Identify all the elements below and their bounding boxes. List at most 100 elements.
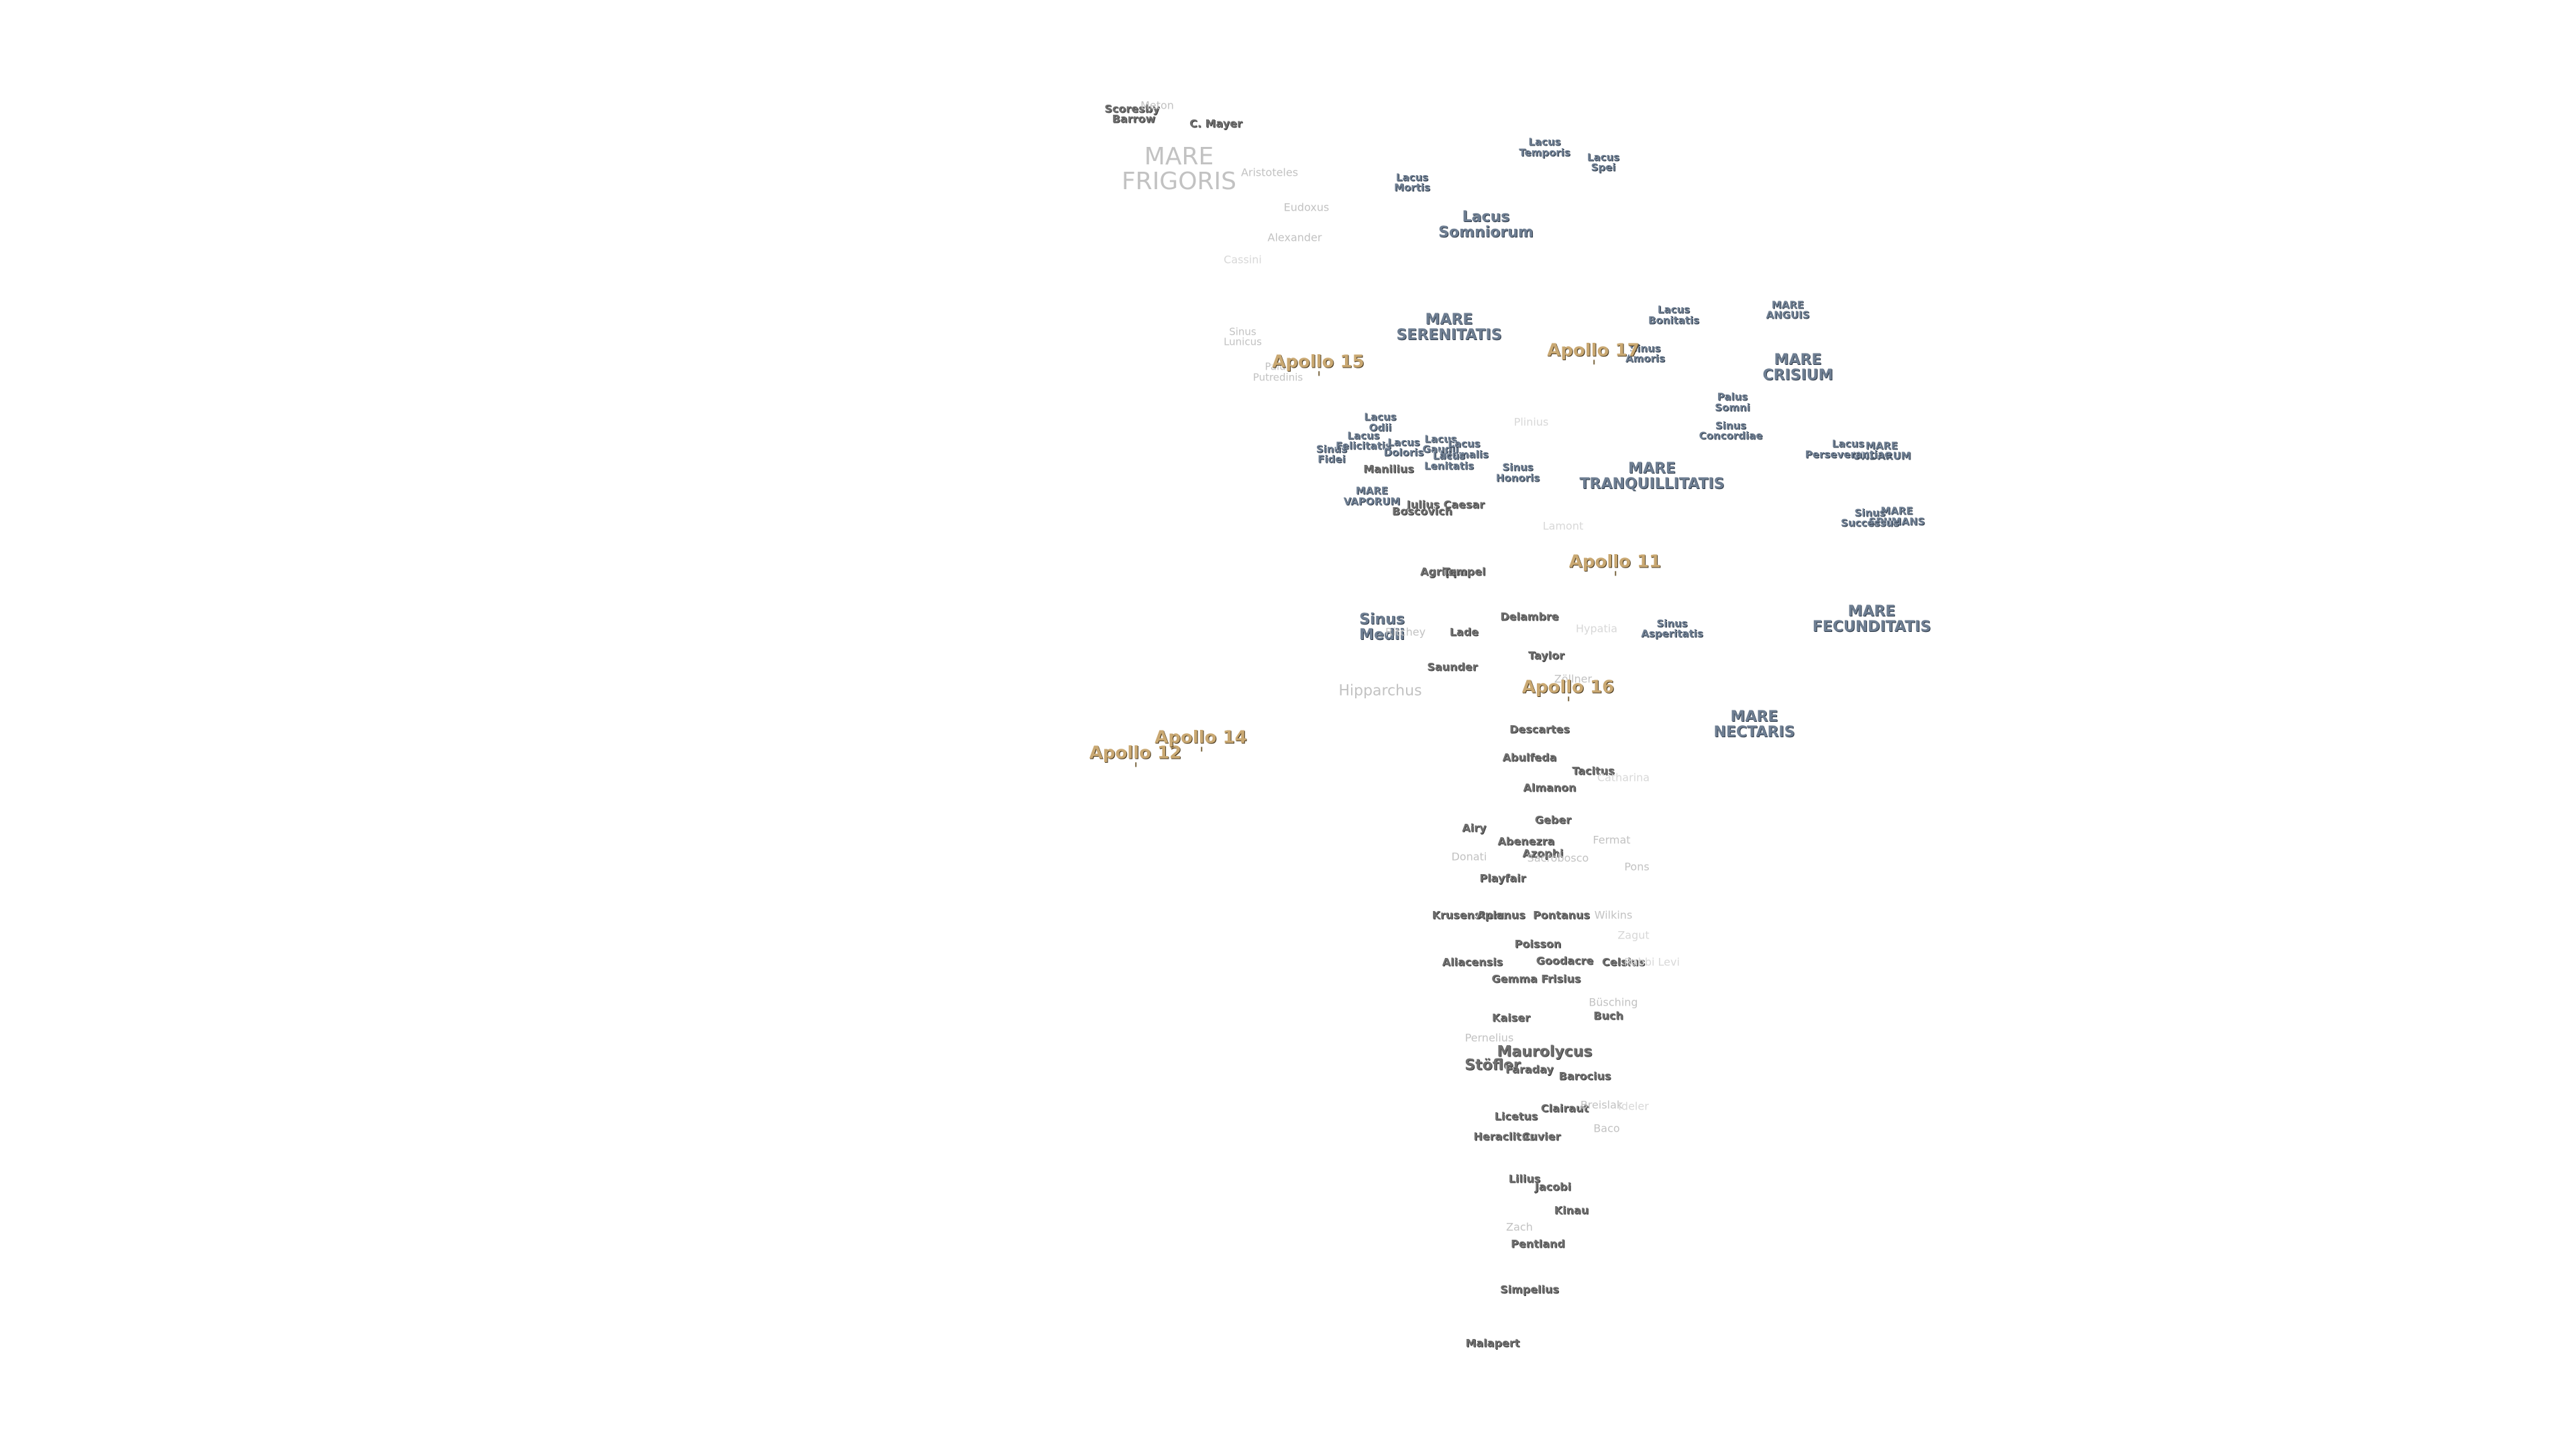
crater-poisson: Poisson xyxy=(1514,937,1562,951)
crater-aliacensis: Aliacensis xyxy=(1442,955,1503,969)
label-line: Lacus xyxy=(1528,136,1561,148)
label-line: MARE xyxy=(1425,311,1473,328)
landing-site-apollo-12: Apollo 12 xyxy=(1089,742,1182,767)
crater-tempel: Tempel xyxy=(1442,565,1486,578)
landing-site-marker xyxy=(1568,696,1570,702)
landing-site-label: Apollo 12 xyxy=(1089,742,1182,763)
crater-azophi: Azophi xyxy=(1522,847,1564,860)
label-line: Lacus xyxy=(1448,437,1481,450)
label-line: Sinus xyxy=(1502,461,1534,474)
label-line: MARE xyxy=(1865,439,1898,451)
crater-taylor: Taylor xyxy=(1528,649,1564,662)
label-line: Somni xyxy=(1715,401,1750,413)
label-line: FRIGORIS xyxy=(1121,168,1237,196)
label-line: Sinus xyxy=(1316,442,1348,455)
label-line: UNDARUM xyxy=(1852,449,1911,462)
label-line: Somniorum xyxy=(1438,224,1534,241)
crater-playfair: Playfair xyxy=(1479,871,1526,885)
crater-licetus: Licetus xyxy=(1494,1110,1538,1123)
crater-saunder: Saunder xyxy=(1427,660,1478,674)
crater-lilius: Lilius xyxy=(1508,1172,1541,1185)
label-line: Perseverantiae xyxy=(1805,448,1892,460)
crater-breislak: Breislak xyxy=(1580,1098,1623,1112)
label-line: Sinus xyxy=(1229,325,1256,337)
label-line: Palus xyxy=(1265,360,1291,373)
label-line: FECUNDITATIS xyxy=(1812,618,1931,635)
landing-site-marker xyxy=(1593,360,1595,365)
label-line: Bonitatis xyxy=(1648,314,1700,326)
label-line: Successus xyxy=(1841,517,1899,529)
crater-apianus: Apianus xyxy=(1477,908,1525,922)
landing-site-apollo-11: Apollo 11 xyxy=(1568,551,1662,576)
crater-wilkins: Wilkins xyxy=(1594,908,1633,922)
label-line: Spei xyxy=(1591,161,1616,174)
crater-meton: Meton xyxy=(1140,99,1174,112)
label-line: Sinus xyxy=(1359,610,1405,628)
label-line: Asperitatis xyxy=(1641,627,1703,640)
crater-delambre: Delambre xyxy=(1500,610,1559,623)
landing-site-marker xyxy=(1135,762,1137,767)
label-line: MARE xyxy=(1144,142,1214,170)
crater-eudoxus: Eudoxus xyxy=(1283,201,1330,214)
label-line: Palus xyxy=(1717,390,1748,403)
crater-agrippa: Agrippa xyxy=(1420,565,1468,578)
crater-c-mayer: C. Mayer xyxy=(1189,117,1242,130)
crater-sacrobosco: Sacrobosco xyxy=(1527,851,1589,865)
label-line: CRISIUM xyxy=(1762,366,1833,384)
crater-donati: Donati xyxy=(1451,850,1487,863)
label-line: MARE xyxy=(1355,484,1389,497)
crater-alexander: Alexander xyxy=(1267,231,1322,244)
crater-zagut: Zagut xyxy=(1617,928,1650,942)
label-line: Lacus xyxy=(1432,449,1466,462)
crater-scoresby: Scoresby xyxy=(1104,102,1160,115)
landing-site-label: Apollo 11 xyxy=(1568,551,1662,572)
crater-cassini: Cassini xyxy=(1224,253,1262,266)
label-line: Lacus xyxy=(1462,208,1510,225)
landing-site-apollo-15: Apollo 15 xyxy=(1272,353,1364,376)
label-line: Odii xyxy=(1368,421,1392,433)
label-line: NECTARIS xyxy=(1713,724,1795,741)
landing-site-apollo-16: Apollo 16 xyxy=(1522,678,1614,702)
crater-hypatia: Hypatia xyxy=(1576,622,1617,635)
label-line: Putredinis xyxy=(1252,371,1303,383)
crater-jacobi: Jacobi xyxy=(1534,1180,1572,1193)
crater-pons: Pons xyxy=(1624,860,1650,873)
landing-site-marker xyxy=(1615,571,1617,576)
label-line: Doloris xyxy=(1383,446,1424,459)
crater-tacitus: Tacitus xyxy=(1572,764,1615,777)
label-line: Hiemalis xyxy=(1440,448,1489,460)
crater-almanon: Almanon xyxy=(1523,781,1576,794)
label-line: Concordiae xyxy=(1699,429,1763,442)
label-line: Lacus xyxy=(1387,435,1420,448)
label-line: Sinus xyxy=(1656,616,1688,629)
landing-site-label: Apollo 17 xyxy=(1547,339,1640,360)
landing-site-marker xyxy=(1200,747,1202,752)
label-line: Lacus xyxy=(1395,170,1429,183)
crater-kaiser: Kaiser xyxy=(1492,1011,1530,1024)
crater-stofler: Stöfler xyxy=(1464,1056,1521,1073)
crater-ideler: Ideler xyxy=(1618,1099,1649,1113)
crater-lamont: Lamont xyxy=(1542,519,1584,533)
crater-plinius: Plinius xyxy=(1513,415,1549,429)
landing-site-label: Apollo 14 xyxy=(1155,727,1247,748)
crater-catharina: Catharina xyxy=(1597,771,1650,784)
label-line: MARE xyxy=(1880,504,1913,517)
